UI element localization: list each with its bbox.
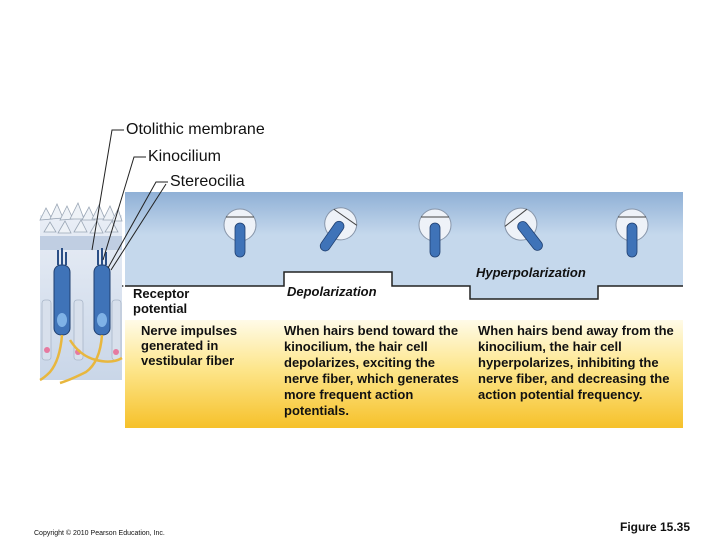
- hair-cell-state-5: [615, 208, 649, 258]
- hair-cell-state-4: [504, 207, 543, 251]
- tissue-block: [39, 202, 123, 385]
- receptor-potential-label: Receptor potential: [133, 286, 190, 316]
- figure-number: Figure 15.35: [620, 520, 691, 534]
- yellow-panel: [125, 320, 683, 428]
- depolarization-description: When hairs bend toward the kinocilium, t…: [284, 323, 459, 418]
- stereocilia-label: Stereocilia: [170, 173, 245, 190]
- kinocilium-label: Kinocilium: [148, 148, 221, 165]
- receptor-potential-trace: [125, 272, 683, 320]
- hyperpolarization-description: When hairs bend away from the kinocilium…: [478, 323, 674, 402]
- hair-cell-state-1: [223, 208, 257, 258]
- copyright-notice: Copyright © 2010 Pearson Education, Inc.: [34, 530, 165, 537]
- hyperpolarization-label: Hyperpolarization: [476, 265, 586, 280]
- nerve-impulses-label: Nerve impulses generated in vestibular f…: [141, 323, 238, 368]
- hair-cell-state-3: [418, 208, 452, 258]
- depolarization-label: Depolarization: [287, 284, 377, 299]
- otolithic-membrane-label: Otolithic membrane: [126, 121, 265, 138]
- hair-cell-state-2: [319, 207, 358, 252]
